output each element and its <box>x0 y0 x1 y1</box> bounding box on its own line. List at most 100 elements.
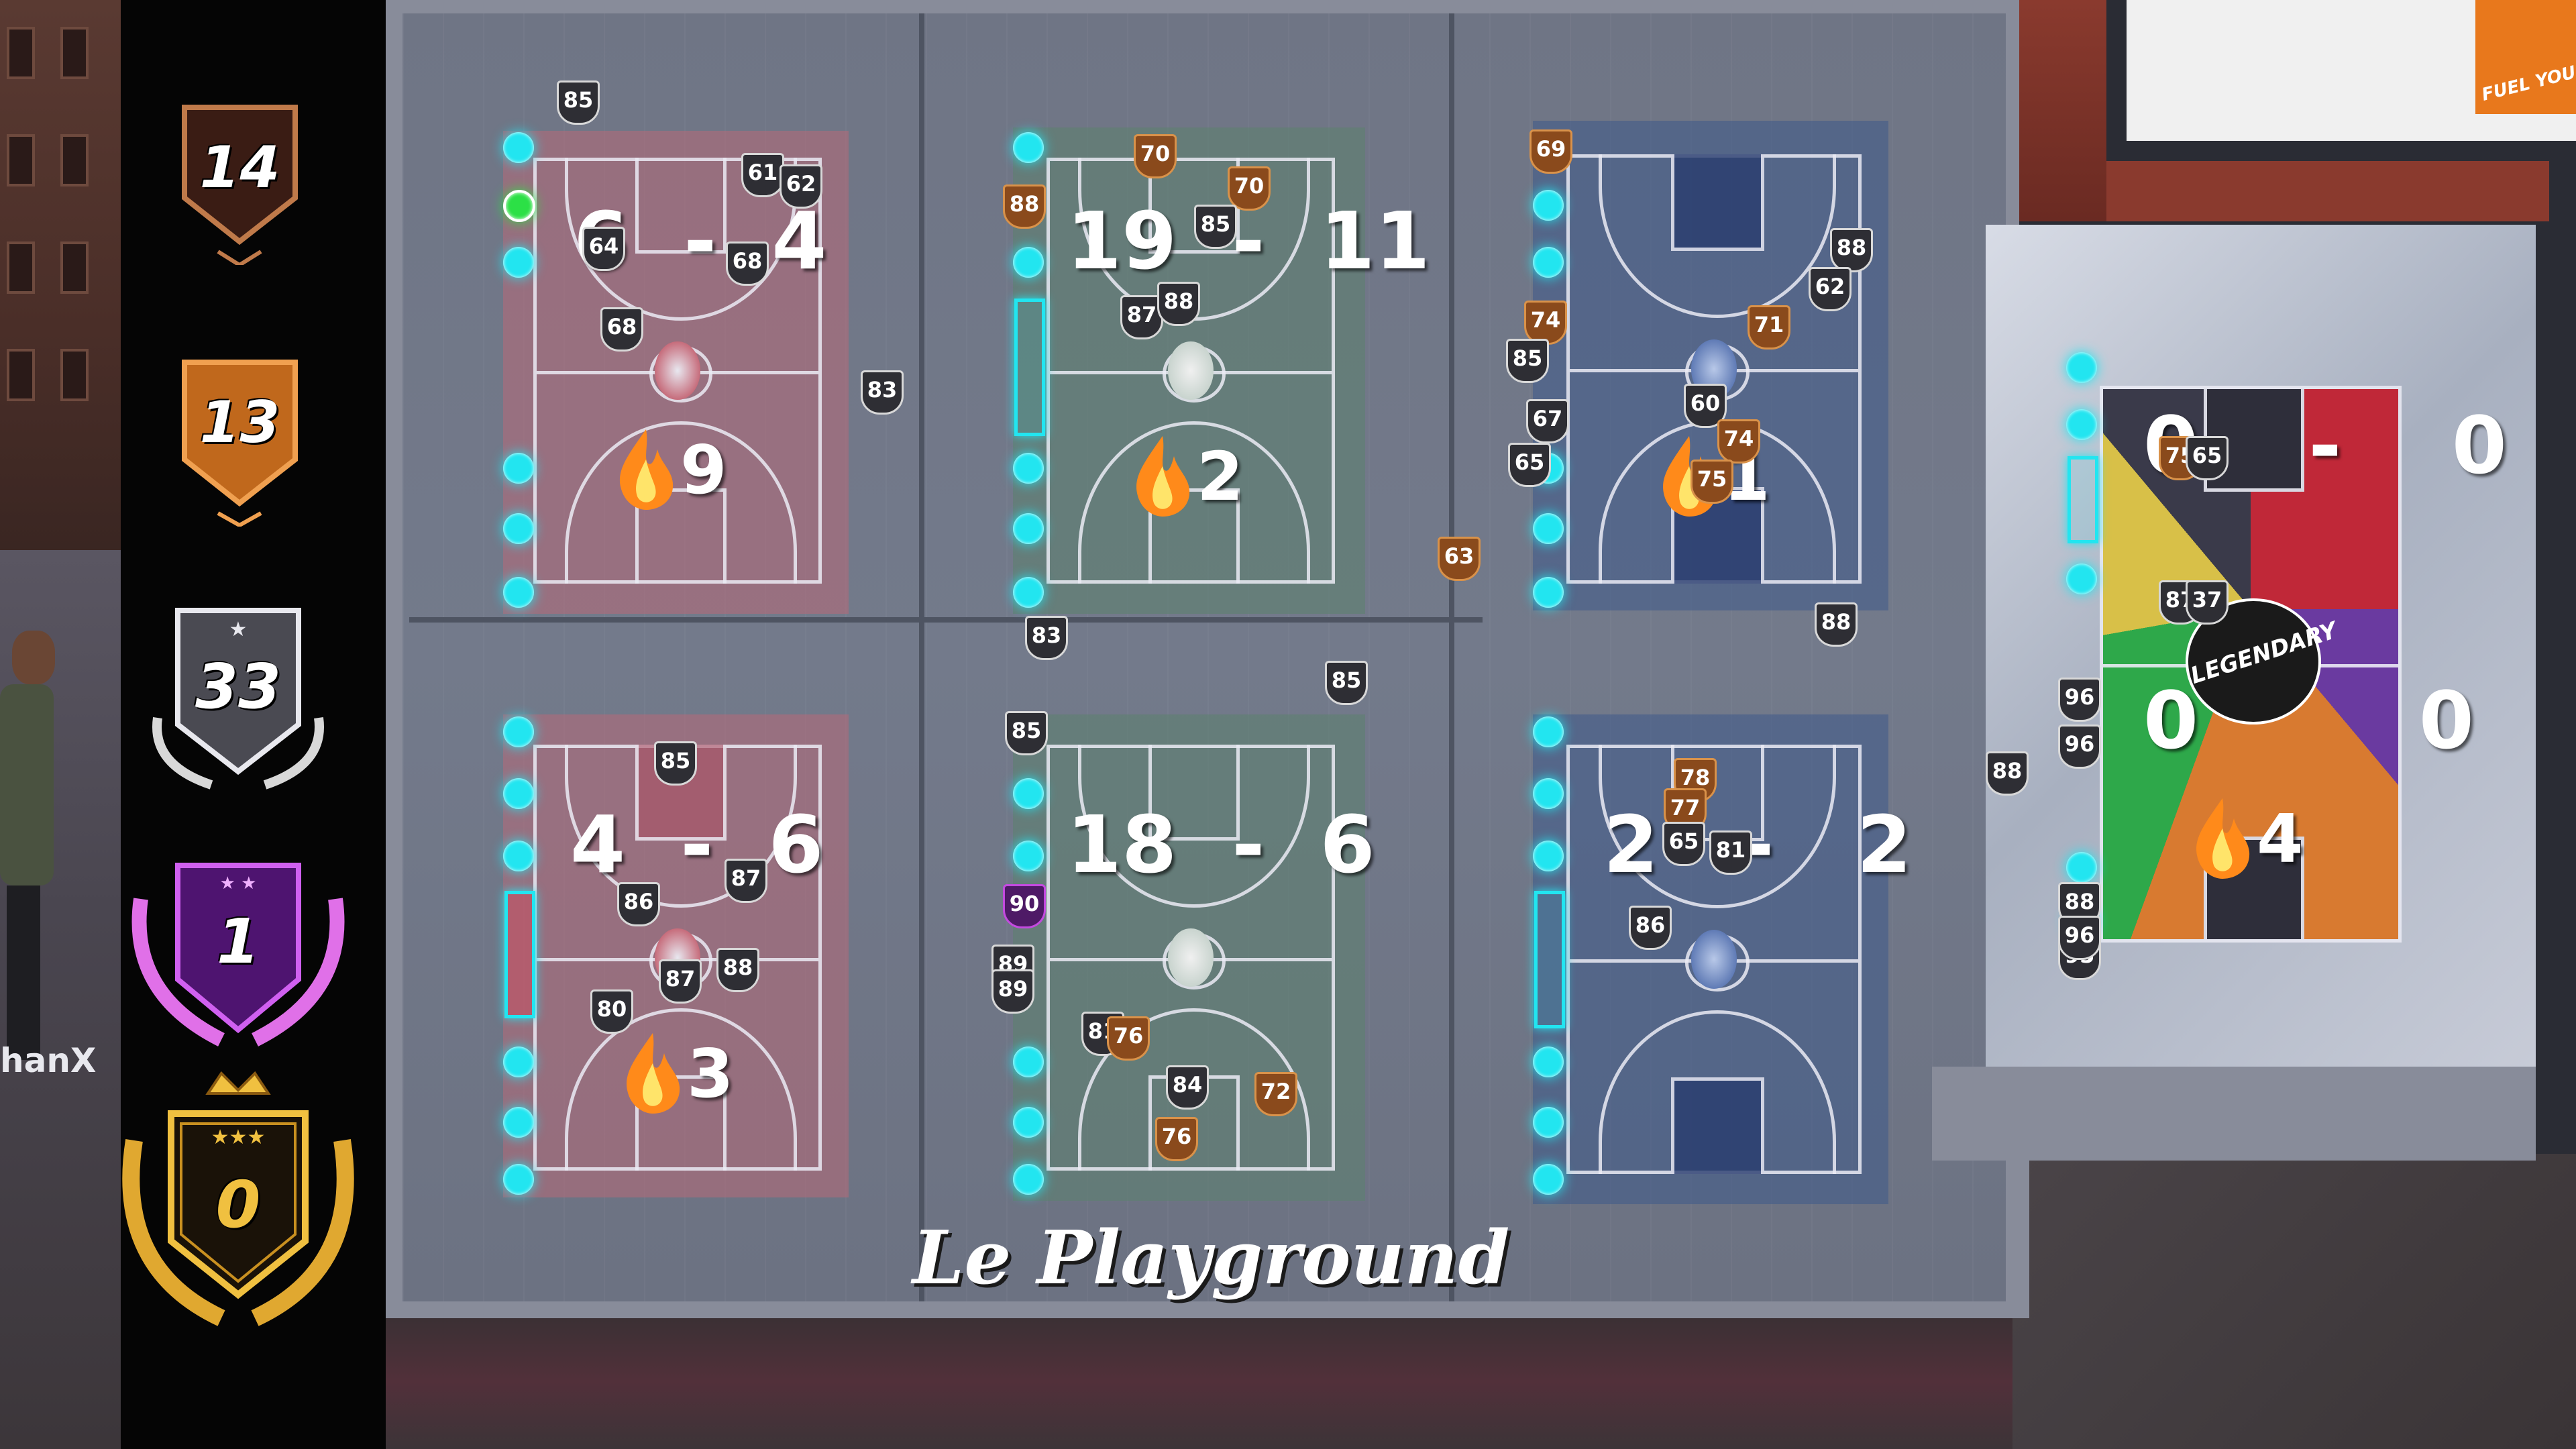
rank-badge-silver[interactable]: ★ 33 <box>138 604 339 798</box>
player-rating-badge[interactable]: 88 <box>1830 228 1873 272</box>
player-rating-badge[interactable]: 64 <box>582 227 625 271</box>
player-rating-badge[interactable]: 90 <box>1003 884 1046 928</box>
player-rating-badge[interactable]: 74 <box>1717 419 1760 464</box>
queue-spot[interactable] <box>1533 1046 1564 1077</box>
player-rating-badge[interactable]: 81 <box>1709 830 1752 875</box>
queue-spot[interactable] <box>503 716 534 747</box>
player-rating-badge[interactable]: 85 <box>1194 205 1237 249</box>
player-rating-badge[interactable]: 65 <box>1508 443 1551 487</box>
rank-badge-bronze[interactable]: 13 <box>178 352 302 527</box>
player-rating-badge[interactable]: 75 <box>1690 460 1733 504</box>
player-rating-badge[interactable]: 85 <box>654 741 697 786</box>
shield-icon <box>182 360 298 527</box>
queue-spot[interactable] <box>1013 513 1044 544</box>
player-rating-badge[interactable]: 87 <box>724 859 767 903</box>
player-rating-badge[interactable]: 88 <box>1157 282 1200 326</box>
player-rating-badge[interactable]: 70 <box>1134 134 1177 178</box>
queue-spot[interactable] <box>2066 409 2097 440</box>
player-rating-badge[interactable]: 62 <box>780 164 822 209</box>
queue-spot[interactable] <box>1533 577 1564 608</box>
rank-badge-bronze-dark[interactable]: 14 <box>178 97 302 265</box>
player-rating-badge[interactable]: 86 <box>617 882 660 926</box>
player-rating-badge[interactable]: 65 <box>1662 822 1705 866</box>
player-rating-badge[interactable]: 88 <box>1815 602 1858 647</box>
queue-spot[interactable] <box>1013 841 1044 871</box>
player-rating-badge[interactable]: 68 <box>600 307 643 352</box>
queue-spot[interactable] <box>1533 1164 1564 1195</box>
queue-spot[interactable] <box>1533 841 1564 871</box>
player-rating-badge[interactable]: 84 <box>1166 1065 1209 1110</box>
player-rating-badge[interactable]: 83 <box>1025 616 1068 660</box>
queue-spot[interactable] <box>503 513 534 544</box>
queue-spot[interactable] <box>1533 716 1564 747</box>
queue-spot[interactable] <box>1013 132 1044 163</box>
queue-spot[interactable] <box>2066 352 2097 383</box>
rank-badge-gold-legend[interactable]: ★★★ 0 <box>107 1067 369 1328</box>
player-rating-badge[interactable]: 86 <box>1629 906 1672 950</box>
player-rating-badge[interactable]: 87 <box>659 959 702 1004</box>
queue-spot-active[interactable] <box>503 190 535 222</box>
queue-spot[interactable] <box>1013 1107 1044 1138</box>
player-rating-badge[interactable]: 96 <box>2058 724 2101 769</box>
queue-spot[interactable] <box>503 1046 534 1077</box>
queue-spot[interactable] <box>1013 247 1044 278</box>
queue-spot[interactable] <box>1013 1046 1044 1077</box>
player-rating-badge[interactable]: 62 <box>1809 267 1851 311</box>
rank-badge-amethyst[interactable]: ★ ★ 1 <box>121 859 356 1046</box>
queue-spot[interactable] <box>1013 1164 1044 1195</box>
player-rating-badge[interactable]: 67 <box>1526 399 1569 443</box>
player-rating-badge[interactable]: 69 <box>1529 129 1572 174</box>
fence <box>919 13 924 1301</box>
queue-spot[interactable] <box>1013 577 1044 608</box>
queue-spot[interactable] <box>1533 190 1564 221</box>
queue-slot[interactable] <box>504 891 535 1018</box>
flame-icon <box>620 429 674 510</box>
queue-spot[interactable] <box>503 1164 534 1195</box>
queue-spot[interactable] <box>1013 778 1044 809</box>
player-rating-badge[interactable]: 74 <box>1524 301 1567 345</box>
player-rating-badge[interactable]: 88 <box>716 948 759 992</box>
queue-spot[interactable] <box>503 132 534 163</box>
player-rating-badge[interactable]: 71 <box>1748 305 1790 350</box>
player-rating-badge[interactable]: 70 <box>1228 166 1271 211</box>
player-rating-badge[interactable]: 88 <box>1003 184 1046 229</box>
queue-slot[interactable] <box>2068 456 2098 543</box>
queue-slot[interactable] <box>1014 299 1045 436</box>
player-rating-badge[interactable]: 88 <box>1986 751 2029 796</box>
player-rating-badge[interactable]: 37 <box>2186 580 2229 625</box>
player-rating-badge[interactable]: 96 <box>2058 916 2101 960</box>
queue-spot[interactable] <box>503 453 534 484</box>
queue-slot[interactable] <box>1534 891 1565 1028</box>
player-rating-badge[interactable]: 83 <box>861 370 904 415</box>
queue-spot[interactable] <box>2066 852 2097 883</box>
team-logo <box>1168 928 1214 987</box>
player-rating-badge[interactable]: 76 <box>1155 1117 1198 1161</box>
legend-court[interactable]: LEGENDARY <box>2100 386 2402 943</box>
queue-spot[interactable] <box>1013 453 1044 484</box>
player-rating-badge[interactable]: 85 <box>557 80 600 125</box>
player-rating-badge[interactable]: 72 <box>1254 1072 1297 1116</box>
queue-spot[interactable] <box>1533 778 1564 809</box>
player-rating-badge[interactable]: 80 <box>590 989 633 1034</box>
player-rating-badge[interactable]: 85 <box>1005 711 1048 755</box>
queue-spot[interactable] <box>503 247 534 278</box>
queue-spot[interactable] <box>503 1107 534 1138</box>
player-rating-badge[interactable]: 76 <box>1107 1016 1150 1061</box>
player-rating-badge[interactable]: 85 <box>1325 661 1368 705</box>
queue-spot[interactable] <box>503 841 534 871</box>
player-rating-badge[interactable]: 68 <box>726 241 769 286</box>
player-rating-badge[interactable]: 89 <box>991 969 1034 1014</box>
background-building <box>0 0 121 550</box>
queue-spot[interactable] <box>2066 564 2097 594</box>
queue-spot[interactable] <box>1533 513 1564 544</box>
queue-spot[interactable] <box>1533 1107 1564 1138</box>
player-rating-badge[interactable]: 61 <box>741 153 784 197</box>
queue-spot[interactable] <box>503 778 534 809</box>
queue-spot[interactable] <box>1533 247 1564 278</box>
player-rating-badge[interactable]: 63 <box>1438 537 1481 581</box>
queue-spot[interactable] <box>503 577 534 608</box>
player-rating-badge[interactable]: 96 <box>2058 678 2101 722</box>
player-rating-badge[interactable]: 65 <box>2186 436 2229 480</box>
player-avatar <box>0 631 55 1060</box>
player-rating-badge[interactable]: 85 <box>1506 339 1549 383</box>
